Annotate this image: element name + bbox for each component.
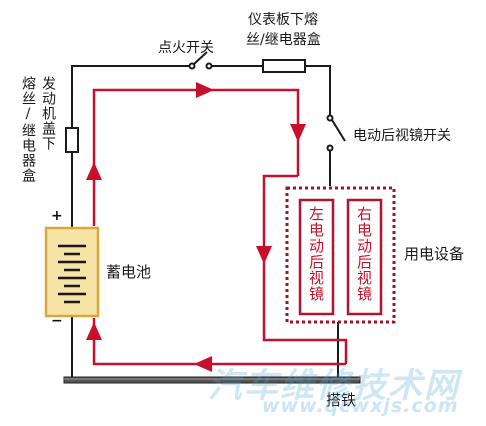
right-mirror-box xyxy=(346,198,383,316)
ground-bar xyxy=(63,376,361,384)
device-group-frame xyxy=(285,186,396,324)
watermark-url: www.qcwxjs.com xyxy=(262,395,459,417)
battery-label: 蓄电池 xyxy=(106,263,152,281)
wiring xyxy=(71,65,339,378)
right-mirror-label: 右电动后视镜 xyxy=(355,206,373,302)
left-mirror-label: 左电动后视镜 xyxy=(307,206,325,302)
engine-fuse-box-label-col2: 熔丝/继电器盒 xyxy=(20,76,36,183)
left-mirror-box xyxy=(298,198,335,316)
dash-fuse-symbol xyxy=(262,59,306,73)
mirror-switch-symbol xyxy=(326,114,346,152)
arrow-down-right xyxy=(290,124,306,142)
arrow-left-bottom xyxy=(194,356,212,372)
battery-symbol xyxy=(44,226,100,318)
flow-up-from-battery xyxy=(92,88,300,226)
dash-fuse-box-label-line1: 仪表板下熔 xyxy=(248,12,318,28)
engine-fuse-box-label-col1: 发动机盖下 xyxy=(40,76,56,151)
ignition-switch-label: 点火开关 xyxy=(158,40,214,56)
wire-top-right xyxy=(305,65,331,118)
arrow-up-upper xyxy=(86,162,102,180)
watermark-main: 汽车维修技术网 xyxy=(208,366,460,406)
dash-fuse-box-label-line2: 丝/继电器盒 xyxy=(246,32,321,48)
arrow-right-top xyxy=(196,82,214,98)
ground-label: 搭铁 xyxy=(326,391,357,409)
arrow-down-left xyxy=(256,246,272,264)
ignition-switch-symbol xyxy=(188,51,213,70)
load-group-label: 用电设备 xyxy=(404,245,465,263)
mirror-switch-label: 电动后视镜开关 xyxy=(353,128,451,144)
flow-into-devices xyxy=(262,174,348,364)
flow-arrows xyxy=(86,82,306,372)
engine-fuse-symbol xyxy=(65,127,79,153)
arrow-up-lower xyxy=(86,322,102,340)
battery-minus-sign: − xyxy=(51,313,63,329)
wire-top-left xyxy=(71,65,192,128)
battery-plus-sign: + xyxy=(51,208,63,224)
